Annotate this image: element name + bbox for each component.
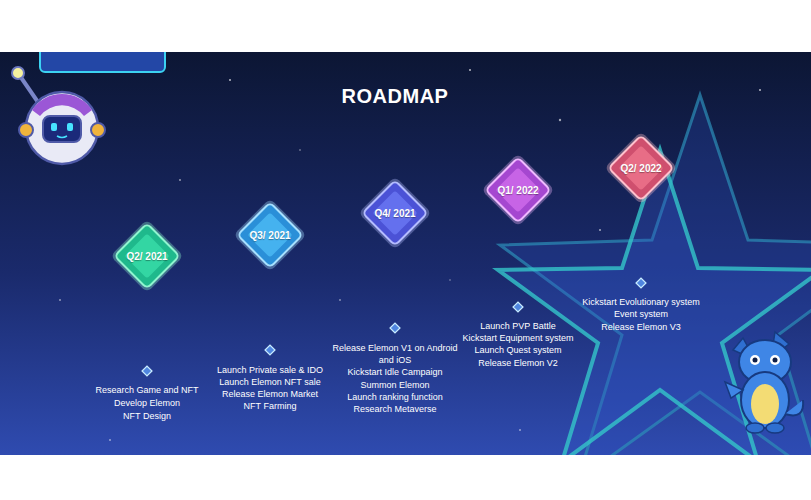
milestone-item: Release Elemon V3 — [556, 321, 726, 333]
sparkle — [469, 69, 471, 71]
diamond-core — [372, 190, 417, 235]
dragon-foot — [746, 423, 764, 433]
sparkle — [59, 299, 61, 301]
quarter-diamond: Q2/ 2021 — [109, 218, 185, 294]
diagram-title: ROADMAP — [275, 85, 515, 108]
dragon-arm — [725, 382, 743, 398]
diamond-core — [247, 212, 292, 257]
dragon-belly — [751, 384, 779, 424]
diamond-glow — [604, 131, 678, 205]
milestone-item: Release Elemon Market — [185, 388, 355, 400]
milestone-item: Launch Elemon NFT sale — [185, 376, 355, 388]
milestone-item: Launch PVP Battle — [433, 320, 603, 332]
diamond-glow — [358, 176, 432, 250]
robot-eye — [67, 123, 73, 131]
milestone-item: NFT Farming — [185, 400, 355, 412]
marker-diamond — [390, 323, 400, 333]
sparkle — [449, 279, 451, 281]
milestone-item: Kickstart Evolutionary system — [556, 296, 726, 308]
diamond-frame — [237, 202, 302, 267]
milestone-item: Research Metaverse — [310, 403, 480, 415]
quarter-diamond: Q2/ 2022 — [603, 130, 679, 206]
dragon-pupil — [773, 358, 778, 363]
quarter-label: Q2/ 2022 — [620, 163, 661, 174]
quarter-diamond: Q3/ 2021 — [232, 197, 308, 273]
milestone-item: Kickstart Idle Campaign — [310, 366, 480, 378]
robot-ear — [19, 123, 33, 137]
quarter-label: Q2/ 2021 — [126, 251, 167, 262]
robot-cap — [32, 94, 92, 116]
sparkle — [179, 179, 181, 181]
diamond-frame — [608, 135, 673, 200]
dragon-eye — [770, 355, 780, 365]
quarter-diamond: Q1/ 2022 — [480, 152, 556, 228]
timeline-markers — [142, 278, 646, 376]
dragon-illustration — [725, 332, 803, 433]
robot-illustration — [12, 67, 105, 164]
robot-lamp — [12, 67, 24, 79]
sparkle — [599, 229, 601, 231]
dragon-body — [741, 372, 789, 428]
leader-line — [640, 203, 642, 276]
dragon-tail — [785, 400, 803, 415]
quarter-label: Q3/ 2021 — [249, 230, 290, 241]
decoration-group — [12, 52, 811, 455]
sparkle — [339, 299, 341, 301]
milestone-item: Launch Quest system — [433, 344, 603, 356]
milestone-item: Event system — [556, 308, 726, 320]
marker-diamond — [636, 278, 646, 288]
diamond-glow — [233, 198, 307, 272]
milestone-item: Develop Elemon — [62, 397, 232, 409]
milestone-item: Launch Private sale & IDO — [185, 364, 355, 376]
diamond-frame — [362, 180, 427, 245]
marker-diamond — [142, 366, 152, 376]
diamond-frame — [485, 157, 550, 222]
sparkle — [299, 149, 301, 151]
milestone-item: Research Game and NFT — [62, 384, 232, 396]
quarter-diamond: Q4/ 2021 — [357, 175, 433, 251]
milestone-item: Summon Elemon — [310, 379, 480, 391]
milestone-item: Release Elemon V1 on Android and iOS — [327, 342, 463, 367]
sparkle — [229, 79, 231, 81]
marker-diamond — [513, 302, 523, 312]
marker-diamond — [265, 345, 275, 355]
diamond-core — [618, 145, 663, 190]
robot-visor — [43, 116, 81, 142]
sparkle — [759, 89, 761, 91]
top-panel — [40, 52, 165, 72]
robot-ear — [91, 123, 105, 137]
diamond-glow — [481, 153, 555, 227]
dragon-eye — [750, 355, 760, 365]
leader-line — [269, 270, 271, 343]
leader-line — [394, 248, 396, 321]
milestone-item: Release Elemon V2 — [433, 357, 603, 369]
sparkle — [519, 429, 521, 431]
dragon-foot — [766, 423, 784, 433]
diamond-frame — [114, 223, 179, 288]
dragon-pupil — [753, 358, 758, 363]
robot-body — [26, 92, 98, 164]
diamond-core — [124, 233, 169, 278]
milestone-item: NFT Design — [62, 410, 232, 422]
leader-line — [146, 291, 148, 364]
diamond-glow — [110, 219, 184, 293]
sparkle-dots — [59, 69, 761, 441]
leader-line — [517, 225, 519, 300]
robot-mouth — [57, 136, 67, 138]
milestone-item: Kickstart Equipment system — [433, 332, 603, 344]
quarter-label: Q1/ 2022 — [497, 185, 538, 196]
quarter-label: Q4/ 2021 — [374, 208, 415, 219]
diamond-core — [495, 167, 540, 212]
milestone-item: Launch ranking function — [310, 391, 480, 403]
sparkle — [109, 439, 111, 441]
robot-eye — [51, 123, 57, 131]
sparkle — [559, 119, 561, 121]
